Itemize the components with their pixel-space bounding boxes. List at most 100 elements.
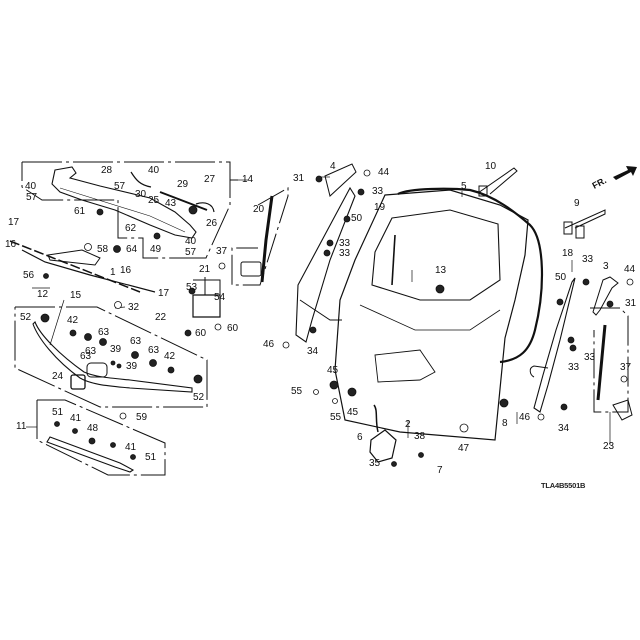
callout-39b: 39 (126, 361, 138, 372)
callout-34b: 34 (558, 423, 570, 434)
callout-4: 4 (330, 161, 336, 172)
callout-33c: 33 (339, 248, 351, 259)
callout-45b: 45 (347, 407, 359, 418)
fastener-8 (500, 399, 508, 407)
callout-43: 43 (165, 198, 177, 209)
left-sash-trim (296, 188, 355, 342)
fastener-33f (570, 345, 576, 351)
callout-29: 29 (177, 179, 189, 190)
callout-31a: 31 (293, 173, 305, 184)
callout-33b: 33 (339, 238, 351, 249)
fastener-43 (189, 206, 197, 214)
fastener-58 (85, 244, 92, 251)
fastener-33b (327, 240, 333, 246)
spoiler (52, 167, 196, 238)
callout-41a: 41 (70, 413, 82, 424)
callout-38: 38 (414, 431, 426, 442)
tailgate-panel (335, 190, 528, 440)
callout-39a: 39 (110, 344, 122, 355)
fastener-46a (283, 342, 289, 348)
fastener-42a (70, 330, 76, 336)
lower-garnish (47, 437, 133, 472)
callout-33f: 33 (568, 362, 580, 373)
callout-50a: 50 (351, 213, 363, 224)
callout-19: 19 (374, 202, 386, 213)
fastener-41a (73, 429, 78, 434)
callout-6: 6 (357, 432, 363, 443)
callout-13: 13 (435, 265, 447, 276)
fastener-63c (132, 352, 139, 359)
callout-12: 12 (37, 289, 49, 300)
callout-50b: 50 (555, 272, 567, 283)
callout-53: 53 (186, 282, 198, 293)
callout-26: 26 (206, 218, 218, 229)
fastener-47 (460, 424, 468, 432)
fastener-50a (344, 216, 350, 222)
callout-15: 15 (70, 290, 82, 301)
tailgate-window (372, 210, 500, 300)
callout-25: 25 (148, 195, 160, 206)
fastener-56 (44, 274, 49, 279)
callout-44a: 44 (378, 167, 390, 178)
callout-23: 23 (603, 441, 615, 452)
callout-60a: 60 (227, 323, 239, 334)
callout-57a: 57 (26, 192, 38, 203)
fastener-33c (324, 250, 330, 256)
callout-17a: 17 (8, 217, 20, 228)
callout-11: 11 (16, 421, 27, 432)
right-sash-trim (534, 278, 575, 412)
callout-5: 5 (461, 181, 467, 192)
callout-20: 20 (253, 204, 265, 215)
callout-37b: 37 (620, 362, 632, 373)
callout-40b: 40 (148, 165, 160, 176)
callout-33a: 33 (372, 186, 384, 197)
callout-57b: 57 (114, 181, 126, 192)
fastener-33d (583, 279, 589, 285)
callout-7: 7 (437, 465, 443, 476)
callout-34a: 34 (307, 346, 319, 357)
callout-17b: 17 (158, 288, 170, 299)
callout-1: 1 (110, 267, 116, 278)
callout-64: 64 (126, 244, 138, 255)
callout-57c: 57 (185, 247, 197, 258)
weatherstrip (398, 189, 542, 362)
callout-37a: 37 (216, 246, 228, 257)
fastener-49 (154, 233, 160, 239)
callout-32: 32 (128, 302, 140, 313)
fastener-34a (310, 327, 316, 333)
callout-33e: 33 (584, 352, 596, 363)
callout-48: 48 (87, 423, 99, 434)
callout-2: 2 (405, 419, 411, 430)
fastener-59 (120, 413, 126, 419)
group-11-outline (37, 400, 165, 475)
callout-27: 27 (204, 174, 216, 185)
callout-41b: 41 (125, 442, 137, 453)
callout-10: 10 (485, 161, 497, 172)
fastener-45a (330, 381, 338, 389)
callout-63c: 63 (130, 336, 142, 347)
fastener-63a (85, 334, 92, 341)
fastener-33e (568, 337, 574, 343)
callout-3: 3 (603, 261, 609, 272)
fastener-63b (100, 339, 107, 346)
callout-16b: 16 (120, 265, 132, 276)
callout-18: 18 (562, 248, 574, 259)
callout-56: 56 (23, 270, 35, 281)
callout-63b: 63 (98, 327, 110, 338)
diagram-code: TLA4B5501B (541, 481, 586, 490)
fastener-41b (111, 443, 116, 448)
callout-33d: 33 (582, 254, 594, 265)
callout-40c: 40 (185, 236, 197, 247)
fastener-42b (168, 367, 174, 373)
callout-42b: 42 (164, 351, 176, 362)
fastener-38 (419, 453, 424, 458)
fastener-39b (117, 364, 121, 368)
callout-49: 49 (150, 244, 162, 255)
fastener-55b (333, 399, 338, 404)
callout-35: 35 (369, 458, 381, 469)
callout-54: 54 (214, 292, 226, 303)
callout-46a: 46 (263, 339, 275, 350)
callout-52a: 52 (20, 312, 32, 323)
fastener-44b (627, 279, 633, 285)
